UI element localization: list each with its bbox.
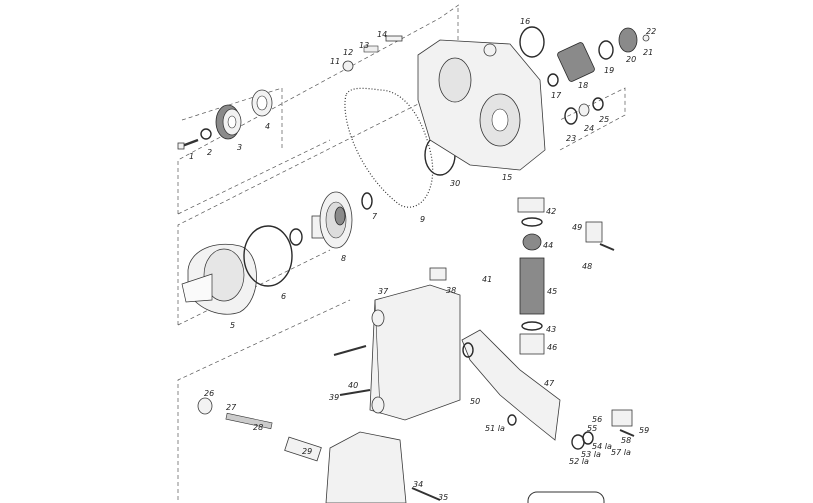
label-13: 13 — [359, 41, 370, 50]
label-40: 40 — [348, 381, 359, 390]
part-8-rotor — [311, 191, 353, 249]
valve-body — [325, 431, 407, 503]
label-54la: 54 la — [592, 442, 612, 451]
label-49: 49 — [572, 223, 583, 232]
part-38-bracket — [429, 267, 447, 281]
label-22: 22 — [646, 27, 657, 36]
part-13-spring — [363, 45, 379, 53]
part-28-spring — [225, 412, 273, 430]
label-25: 25 — [599, 115, 610, 124]
label-3: 3 — [237, 143, 243, 152]
part-11-plug — [342, 60, 354, 72]
label-38: 38 — [446, 286, 457, 295]
part-5-housing — [181, 243, 257, 315]
part-41-filter-assembly — [517, 197, 545, 355]
label-39: 39 — [329, 393, 340, 402]
label-18: 18 — [578, 81, 589, 90]
label-16: 16 — [520, 17, 531, 26]
part-39-bolt — [339, 389, 371, 396]
label-47: 47 — [544, 379, 555, 388]
part-14-pin — [385, 35, 403, 42]
label-41: 41 — [482, 275, 493, 284]
part-4-bearing — [251, 89, 273, 117]
part-37-cooler — [369, 284, 461, 421]
label-1: 1 — [189, 152, 195, 161]
label-8: 8 — [341, 254, 347, 263]
label-12: 12 — [343, 48, 354, 57]
part-50-ring — [462, 342, 474, 358]
label-17: 17 — [551, 91, 562, 100]
label-11: 11 — [330, 57, 341, 66]
part-16-ring — [519, 26, 545, 58]
part-47-bracket — [461, 329, 561, 441]
label-27: 27 — [226, 403, 237, 412]
part-51-ring — [507, 414, 517, 426]
label-30: 30 — [450, 179, 461, 188]
part-34-bolt — [411, 487, 441, 501]
label-6: 6 — [281, 292, 287, 301]
label-37: 37 — [378, 287, 389, 296]
label-44: 44 — [543, 241, 554, 250]
part-2-washer — [200, 128, 212, 140]
part-21-screw — [642, 34, 650, 42]
part-15-casing — [417, 39, 546, 171]
part-52-ring — [571, 434, 585, 450]
part-23-ring — [564, 107, 578, 125]
part-29-piston — [284, 436, 322, 462]
label-46: 46 — [547, 343, 558, 352]
label-53la: 53 la — [581, 450, 601, 459]
part-25-ring — [592, 97, 604, 111]
part-48-valve — [585, 221, 615, 251]
label-29: 29 — [302, 447, 313, 456]
part-58-block — [611, 409, 633, 427]
label-58: 58 — [621, 436, 632, 445]
label-56: 56 — [592, 415, 603, 424]
part-26-cap — [197, 397, 213, 415]
label-55: 55 — [587, 424, 598, 433]
part-9-gasket — [344, 87, 434, 208]
seal-ring — [289, 228, 303, 246]
label-15: 15 — [502, 173, 513, 182]
part-18-filter — [557, 42, 595, 82]
part-1-bolt — [177, 138, 199, 150]
label-35: 35 — [438, 493, 449, 502]
label-9: 9 — [420, 215, 426, 224]
label-51la: 51 la — [485, 424, 505, 433]
label-26: 26 — [204, 389, 215, 398]
label-28: 28 — [253, 423, 264, 432]
part-20-cap — [618, 27, 638, 53]
part-bolt-upper — [333, 345, 367, 356]
label-52la: 52 la — [569, 457, 589, 466]
part-24-ring — [578, 103, 590, 117]
part-6-oring — [243, 225, 293, 287]
part-19-ring — [598, 40, 614, 60]
label-57la: 57 la — [611, 448, 631, 457]
label-42: 42 — [546, 207, 557, 216]
label-19: 19 — [604, 66, 615, 75]
bottom-frame — [527, 491, 605, 503]
part-3-gear — [215, 104, 242, 140]
label-21: 21 — [643, 48, 654, 57]
label-5: 5 — [230, 321, 236, 330]
label-24: 24 — [584, 124, 595, 133]
part-59-bolt — [619, 429, 635, 437]
label-2: 2 — [207, 148, 213, 157]
label-50: 50 — [470, 397, 481, 406]
label-20: 20 — [626, 55, 637, 64]
label-59: 59 — [639, 426, 650, 435]
label-14: 14 — [377, 30, 388, 39]
label-34: 34 — [413, 480, 424, 489]
label-48: 48 — [582, 262, 593, 271]
label-45: 45 — [547, 287, 558, 296]
part-17-ring — [547, 73, 559, 87]
label-23: 23 — [566, 134, 577, 143]
label-7: 7 — [372, 212, 378, 221]
part-53-ring — [582, 431, 594, 445]
label-43: 43 — [546, 325, 557, 334]
part-7-ring — [361, 192, 373, 210]
label-4: 4 — [265, 122, 271, 131]
